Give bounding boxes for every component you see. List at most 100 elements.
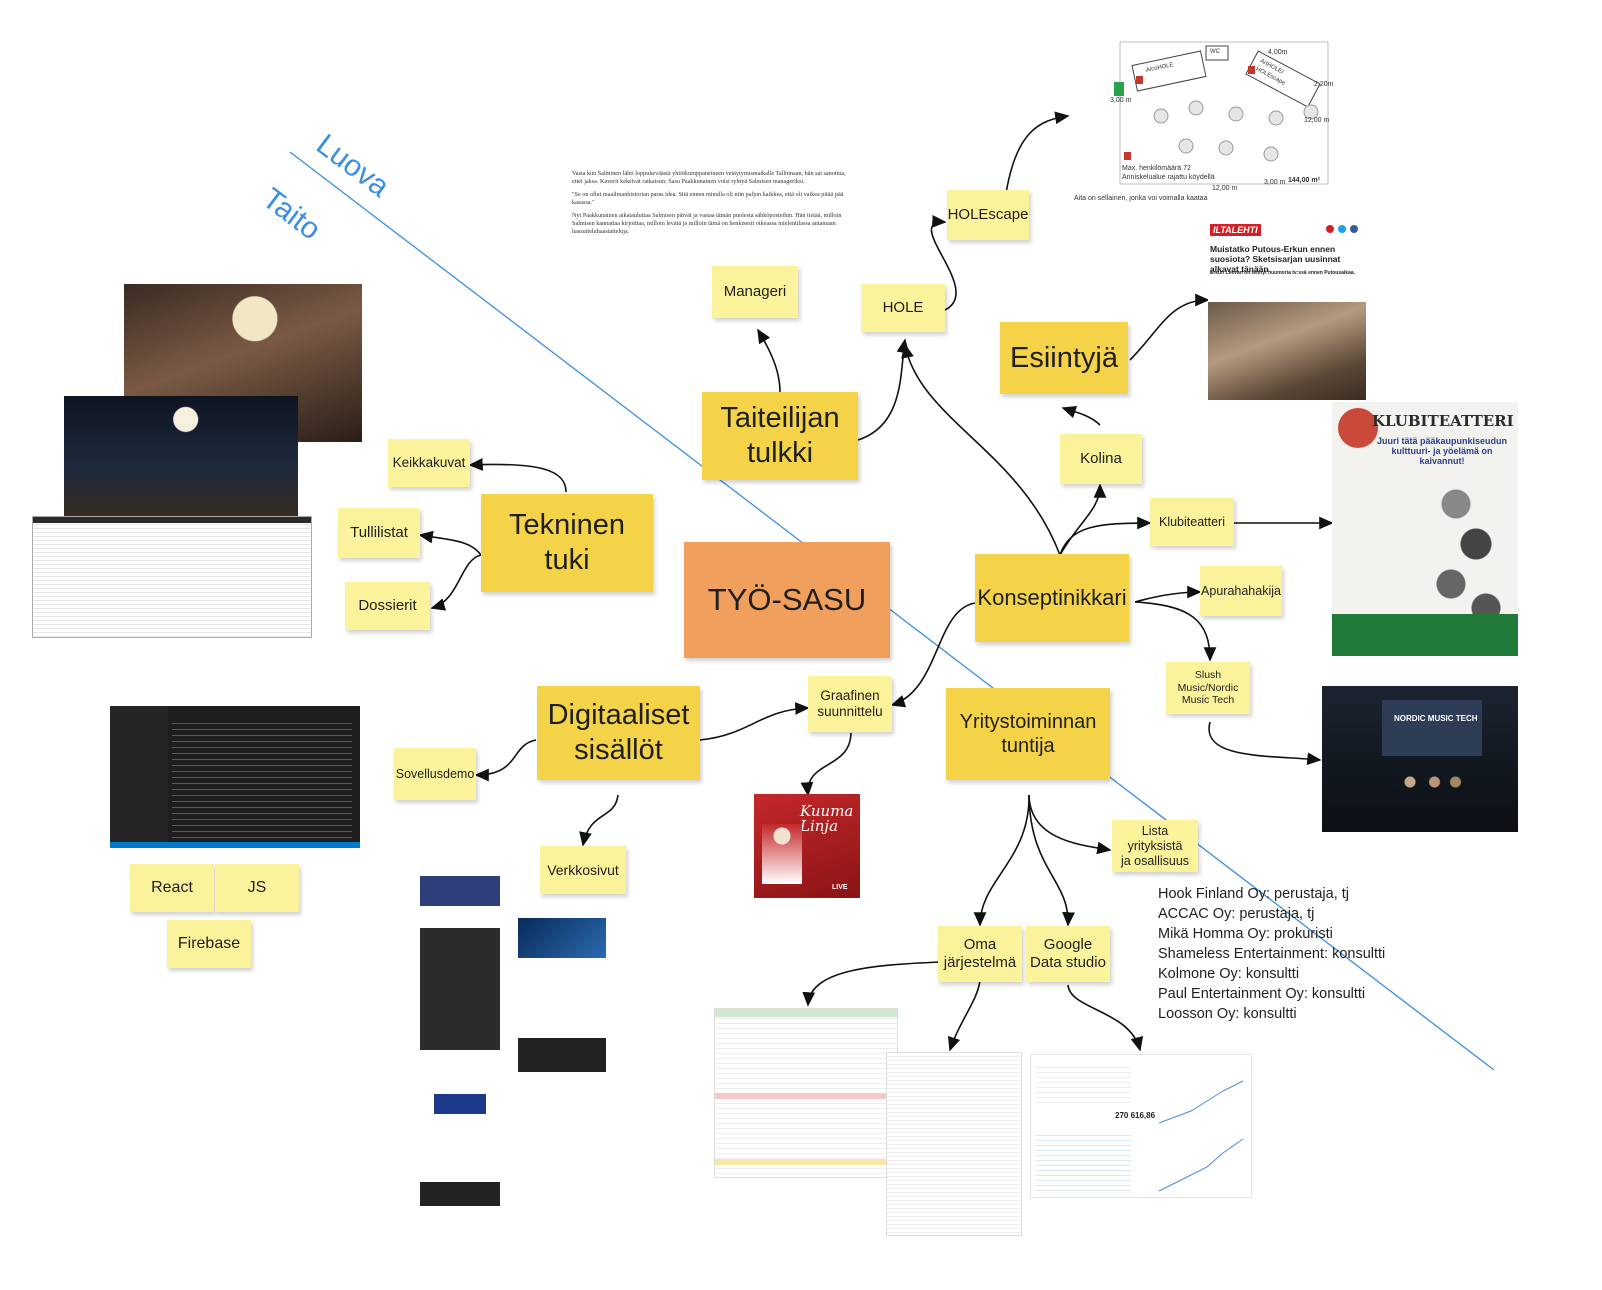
link-tulkki-hole [857,338,910,441]
link-konsepti-apuraha [1134,585,1202,603]
iltalehti-logo: ILTALEHTI [1210,224,1261,236]
link-tulkki-manageri [757,328,781,393]
link-tekninen-keikka [468,458,567,493]
company-item: Kolmone Oy: konsultti [1158,966,1300,982]
article-paragraph: Nyt Paakkunainen aikatauluttaa Salmisen … [572,212,842,235]
site-banner [434,1094,486,1114]
note-lista-yrityksista[interactable]: Lista yrityksistä ja osallisuus [1112,820,1198,872]
sheet-band [715,1009,897,1017]
nmt-title: NORDIC MUSIC TECH [1394,714,1478,723]
kuuma-linja-cover: Kuuma Linja LIVE [754,794,860,898]
note-tullilistat[interactable]: Tullilistat [338,508,420,558]
note-konseptinikkari[interactable]: Konseptinikkari [975,554,1129,642]
note-slush[interactable]: Slush Music/Nordic Music Tech [1166,662,1250,714]
note-google-data-studio[interactable]: Google Data studio [1026,926,1110,982]
note-oma-jarjestelma[interactable]: Oma järjestelmä [938,926,1022,982]
note-firebase[interactable]: Firebase [167,920,251,968]
link-esiintyja-iltalehti [1129,293,1210,361]
center-note[interactable]: TYÖ-SASU [684,542,890,658]
kuuma-live: LIVE [832,884,848,891]
note-tekninen-tuki[interactable]: Tekninen tuki [481,494,653,592]
note-keikkakuvat[interactable]: Keikkakuvat [388,439,470,487]
link-konsepti-klubi [1059,516,1152,556]
iltalehti-lead: Erkun Leevan on tehnyt huumoria tv:ssä e… [1210,270,1356,276]
iltalehti-photo [1208,302,1366,400]
article-paragraph: Vasta kun Salminen lähti loppukeväästä y… [572,170,846,185]
note-graafinen-suunnittelu[interactable]: Graafinen suunnittelu [808,676,892,732]
floorplan-dim: 12,00 m [1212,185,1238,192]
company-item: Mikä Homma Oy: prokuristi [1158,926,1333,942]
note-yritystoiminnan-tuntija[interactable]: Yritystoiminnan tuntija [946,688,1110,780]
note-kolina[interactable]: Kolina [1060,434,1142,484]
klubi-logo: KLUBITEATTERI [1372,412,1514,430]
link-tekninen-tulli [418,530,482,556]
company-item: Shameless Entertainment: konsultti [1158,946,1386,962]
editor-status-bar [110,842,360,848]
floorplan-wc: WC [1210,49,1220,55]
link-konsepti-kolina [1059,483,1107,556]
note-esiintyja[interactable]: Esiintyjä [1000,322,1128,394]
note-manageri[interactable]: Manageri [712,266,798,318]
note-sovellusdemo[interactable]: Sovellusdemo [394,748,476,800]
floorplan-dim: 3,00 m [1110,97,1132,104]
company-item: Hook Finland Oy: perustaja, tj [1158,886,1350,902]
oma-jarjestelma-sheet [714,1008,898,1178]
article-paragraph: "Se on ollut maailmanhistorian paras ide… [572,191,844,206]
floorplan-caption: Aita on sellainen, jonka voi voimalla ka… [1074,195,1208,202]
link-oma-sheet [802,961,941,1007]
link-hole-holescape [930,215,957,311]
floorplan-max: Max. henkilömäärä 72 Anniskelualue rajat… [1122,165,1215,181]
link-yritys-google [1028,794,1075,927]
note-js[interactable]: JS [215,864,299,912]
report-table [1035,1131,1131,1195]
link-digi-sovellus [474,739,537,782]
floorplan-drawing [1114,41,1329,185]
nordic-music-tech-image: NORDIC MUSIC TECH [1322,686,1518,832]
spreadsheet-header [33,517,311,523]
note-taiteilijan-tulkki[interactable]: Taiteilijan tulkki [702,392,858,480]
iltalehti-headline: Muistatko Putous-Erkun ennen suosiota? S… [1210,244,1341,274]
website-screenshot-1 [420,856,500,1206]
twitter-icon [1338,225,1346,233]
note-holescape[interactable]: HOLEscape [947,190,1029,240]
santa-figures [762,824,802,884]
editor-sidebar [110,706,168,848]
facebook-icon [1350,225,1358,233]
note-hole[interactable]: HOLE [861,284,945,332]
hole-floorplan-image: AlcoHOLE WC ArtHOLE/ HOLEscape 4,00m 2,2… [1066,36,1336,204]
floorplan-dim: 12,00 m [1304,117,1330,124]
link-google-studio [1067,984,1144,1052]
hand-icon [1338,408,1378,448]
site-hero [518,918,606,958]
performer-photos [1416,472,1516,632]
share-icon [1326,225,1334,233]
note-klubiteatteri[interactable]: Klubiteatteri [1150,498,1234,546]
editor-code-lines [172,720,352,840]
concert-photo-2 [64,396,298,526]
report-total: 270 616,86 [1115,1111,1156,1120]
link-yritys-oma [973,794,1030,927]
note-digitaaliset-sisallot[interactable]: Digitaaliset sisällöt [537,686,700,780]
note-verkkosivut[interactable]: Verkkosivut [540,846,626,894]
company-item: ACCAC Oy: perustaja, tj [1158,906,1315,922]
floorplan-dim: 4,00m [1268,49,1288,56]
customs-list-spreadsheet [32,516,312,638]
klubi-footer [1332,614,1518,656]
report-line-charts [1158,1080,1244,1192]
note-apurahahakija[interactable]: Apurahahakija [1200,566,1282,616]
site-footer [518,1038,606,1072]
link-digi-graafinen [699,702,810,741]
oma-jarjestelma-sheet-2 [886,1052,1022,1236]
panelists [1396,770,1466,810]
iltalehti-article-image: ILTALEHTI Muistatko Putous-Erkun ennen s… [1208,222,1366,404]
link-oma-sheet2 [947,979,981,1052]
website-screenshot-2 [518,910,606,1072]
company-item: Paul Entertainment Oy: konsultti [1158,986,1366,1002]
report-table [1035,1063,1131,1107]
kuuma-title: Kuuma Linja [800,802,854,835]
note-react[interactable]: React [130,864,214,912]
note-dossierit[interactable]: Dossierit [345,582,430,630]
floorplan-area: 144,00 m² [1288,177,1320,184]
sheet-band [715,1159,897,1165]
